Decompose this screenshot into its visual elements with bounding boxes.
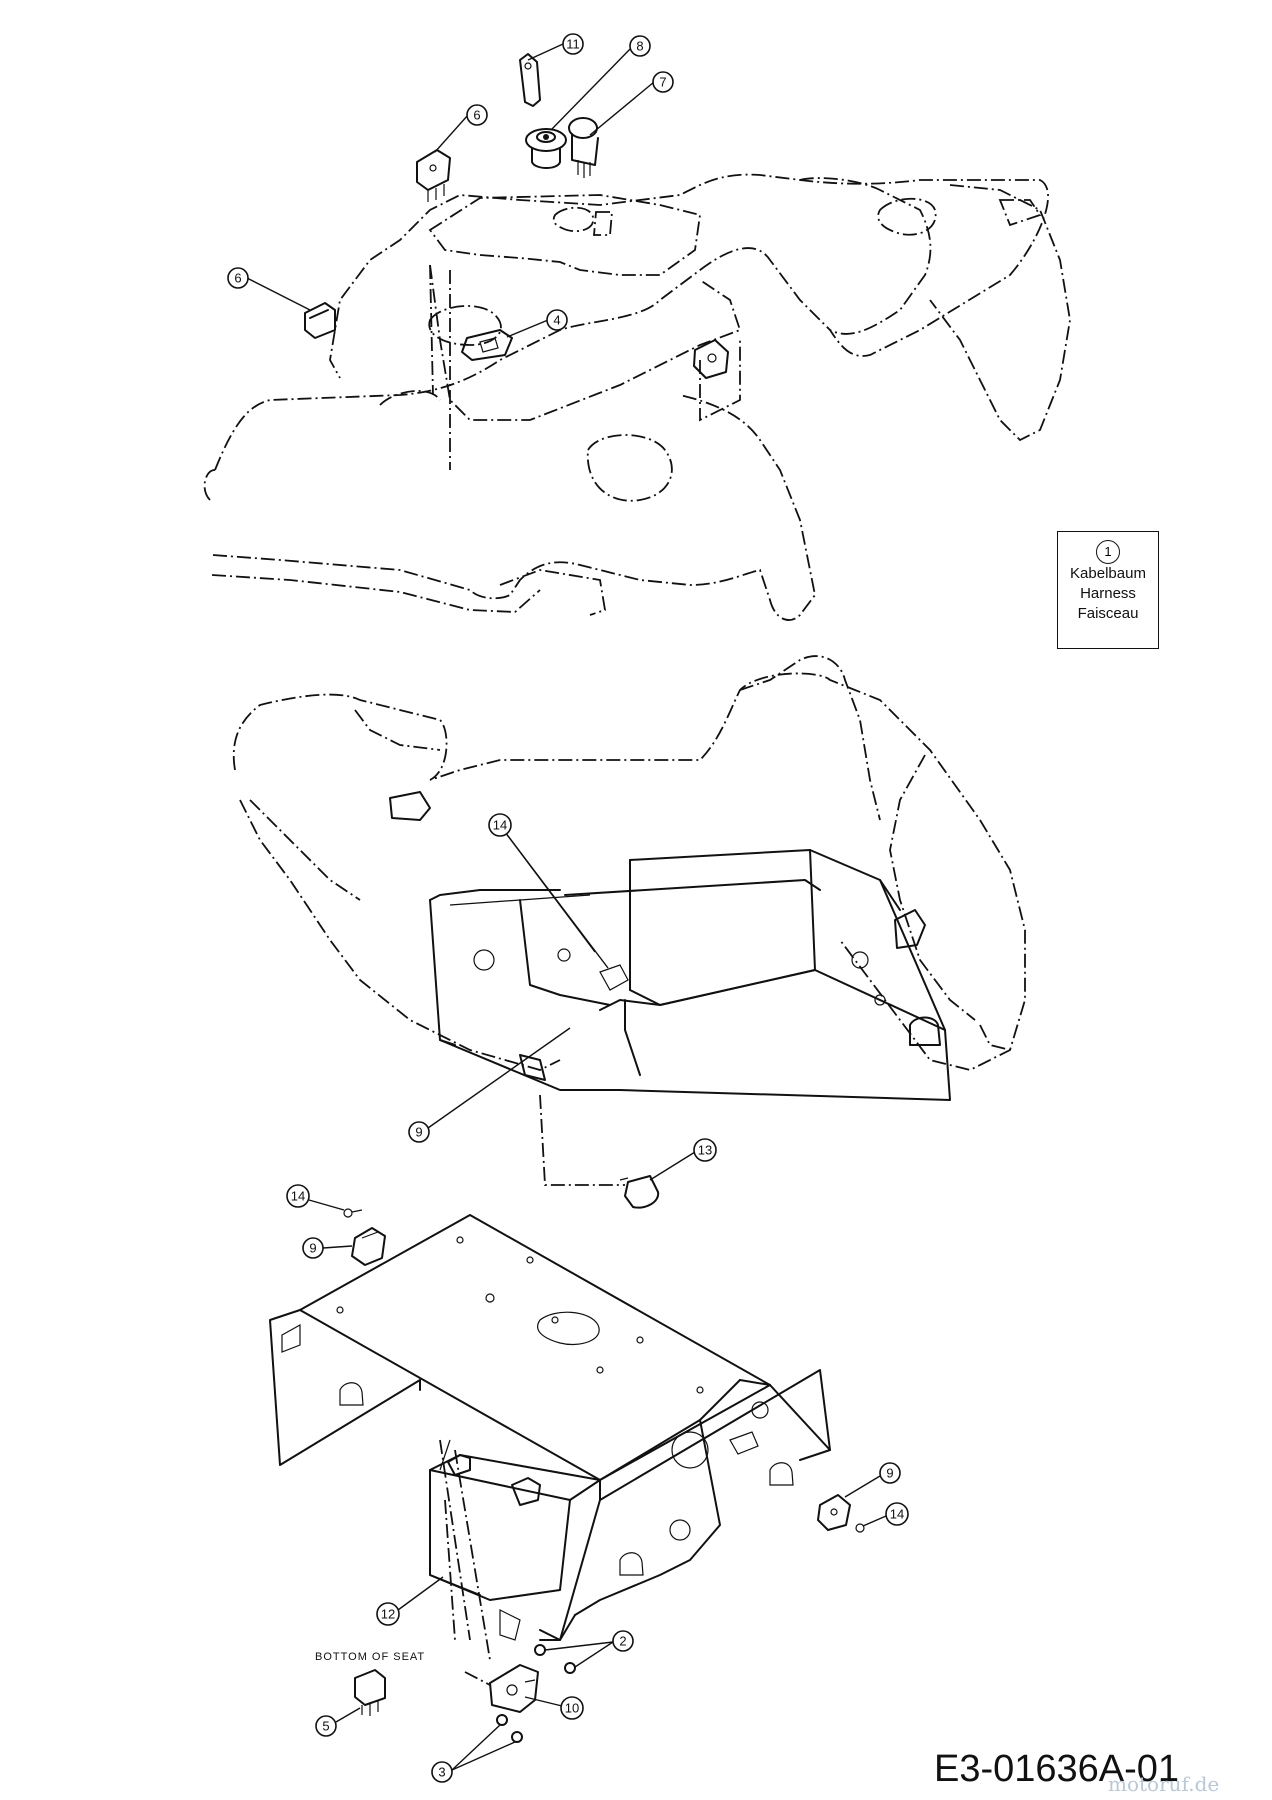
- drawing-code: E3-01636A-01: [934, 1748, 1180, 1790]
- legend-line-de: Kabelbaum: [1070, 565, 1146, 582]
- legend-callout-number: 1: [1096, 540, 1120, 564]
- svg-text:5: 5: [322, 1719, 329, 1734]
- ignition-switch: [525, 128, 567, 169]
- upper-fender-assembly: [203, 173, 1071, 621]
- callout-8: 8: [550, 35, 651, 131]
- svg-text:9: 9: [309, 1241, 316, 1256]
- lower-frame-assembly: [269, 1214, 831, 1661]
- callout-6-top: 6: [434, 104, 488, 153]
- middle-fender-assembly: [232, 655, 1026, 1101]
- callout-9-right: 9: [844, 1462, 901, 1498]
- callout-6-left: 6: [227, 267, 311, 311]
- svg-text:6: 6: [234, 271, 241, 286]
- ignition-key: [519, 53, 541, 107]
- svg-text:11: 11: [566, 37, 580, 52]
- svg-text:3: 3: [438, 1765, 445, 1780]
- callout-9-lower-left: 9: [302, 1237, 353, 1259]
- callout-12: 12: [376, 1576, 444, 1626]
- callout-9-middle: 9: [408, 1027, 571, 1143]
- light-switch: [568, 117, 599, 178]
- pto-switch: [416, 149, 451, 202]
- svg-text:10: 10: [565, 1701, 579, 1716]
- svg-text:8: 8: [636, 39, 643, 54]
- callout-5: 5: [315, 1707, 361, 1737]
- washers-3: [496, 1714, 523, 1743]
- callout-11: 11: [527, 33, 584, 61]
- svg-text:14: 14: [890, 1507, 904, 1522]
- callout-2: 2: [544, 1630, 634, 1668]
- interlock-switch-9-right: [817, 1494, 851, 1531]
- callout-14-middle: 14: [488, 813, 609, 969]
- callout-4: 4: [506, 309, 568, 338]
- screw-14-lower-left: [343, 1208, 363, 1218]
- svg-text:2: 2: [619, 1634, 626, 1649]
- svg-text:13: 13: [698, 1143, 712, 1158]
- bottom-of-seat-label: BOTTOM OF SEAT: [315, 1651, 426, 1663]
- callout-13: 13: [649, 1138, 717, 1181]
- callout-3: 3: [431, 1724, 516, 1783]
- svg-text:7: 7: [659, 75, 666, 90]
- svg-text:4: 4: [553, 313, 560, 328]
- seat-switch-connector-13: [619, 1175, 660, 1209]
- screw-14-right: [855, 1523, 865, 1533]
- legend-box: 1 Kabelbaum Harness Faisceau: [1057, 531, 1159, 649]
- svg-text:6: 6: [473, 108, 480, 123]
- seat-switch-5: [354, 1669, 386, 1716]
- svg-text:9: 9: [415, 1125, 422, 1140]
- svg-text:9: 9: [886, 1466, 893, 1481]
- headlight-switch: [304, 302, 336, 339]
- callout-10: 10: [524, 1696, 584, 1720]
- svg-text:14: 14: [291, 1189, 305, 1204]
- callout-14-right: 14: [862, 1502, 909, 1527]
- callout-7: 7: [589, 71, 674, 136]
- watermark: motoruf.de: [1108, 1772, 1220, 1796]
- relay-4: [461, 329, 513, 361]
- callout-14-lower-left: 14: [286, 1184, 345, 1211]
- legend-line-fr: Faisceau: [1077, 605, 1139, 622]
- seat-switch-bracket-10: [464, 1664, 539, 1713]
- legend-line-en: Harness: [1080, 585, 1136, 602]
- seat-switch-9-lower-left: [351, 1227, 386, 1266]
- svg-text:14: 14: [493, 818, 507, 833]
- svg-text:12: 12: [381, 1607, 395, 1622]
